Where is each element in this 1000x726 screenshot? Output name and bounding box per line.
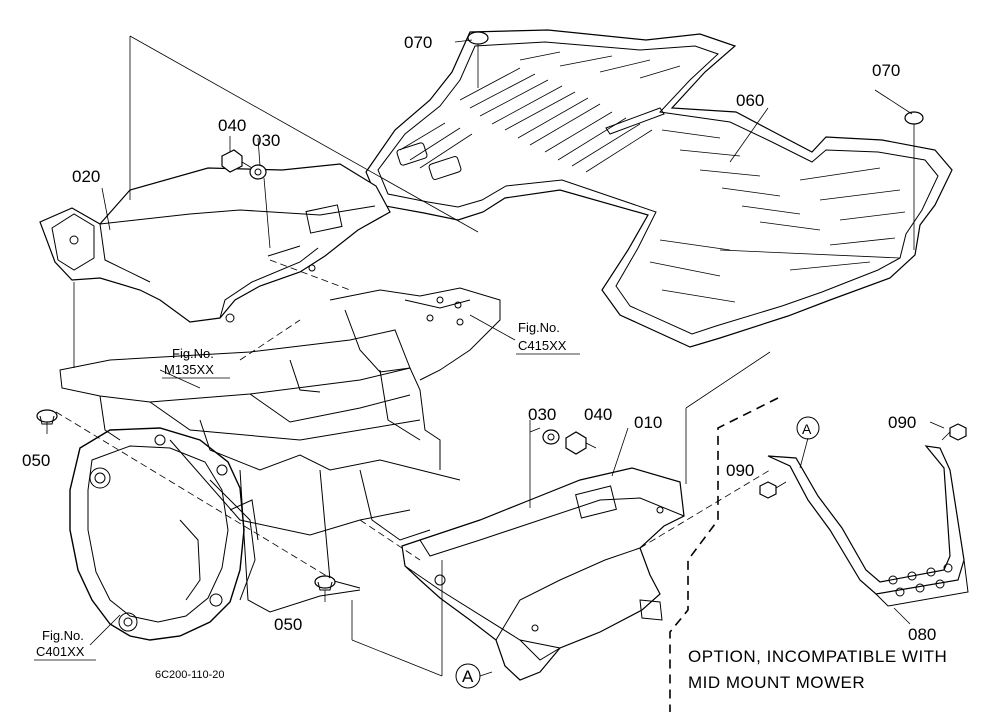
label-040-upper: 040	[218, 116, 246, 135]
leader-lines	[46, 35, 945, 677]
frame-assembly	[59, 287, 501, 613]
label-030-lower: 030	[528, 405, 556, 424]
bolt-040-lower[interactable]	[565, 431, 597, 455]
label-040-lower: 040	[584, 405, 612, 424]
floor-plate-020[interactable]	[39, 163, 391, 323]
label-050-left: 050	[22, 451, 50, 470]
floor-mat-060[interactable]	[365, 29, 953, 348]
figref-c415-label: Fig.No.	[518, 320, 560, 335]
callout-a-upper-letter: A	[802, 421, 812, 437]
grommet-050-left[interactable]	[36, 409, 58, 425]
label-090-left: 090	[726, 461, 754, 480]
label-030-upper: 030	[252, 131, 280, 150]
figref-m135-code[interactable]: M135XX	[164, 362, 214, 377]
step-bracket-080[interactable]	[767, 445, 969, 607]
diagram-code: 6C200-110-20	[155, 669, 225, 681]
label-070-left: 070	[404, 33, 432, 52]
callout-a-upper[interactable]	[796, 416, 820, 440]
option-boundary	[669, 397, 779, 712]
figref-c401-code[interactable]: C401XX	[36, 644, 85, 659]
callout-a-lower-letter: A	[462, 667, 474, 686]
washer-030-upper[interactable]	[249, 164, 267, 180]
label-090-right: 090	[888, 413, 916, 432]
bolt-040-upper[interactable]	[221, 149, 253, 173]
option-note-line1: OPTION, INCOMPATIBLE WITH	[688, 647, 947, 666]
label-080: 080	[908, 625, 936, 644]
figref-c415-code[interactable]: C415XX	[518, 338, 567, 353]
label-010: 010	[634, 413, 662, 432]
option-note-line2: MID MOUNT MOWER	[688, 673, 865, 692]
figref-m135-label: Fig.No.	[172, 346, 214, 361]
grommet-050-lower[interactable]	[314, 575, 336, 591]
label-050-lower: 050	[274, 615, 302, 634]
label-020: 020	[72, 167, 100, 186]
figref-c401-label: Fig.No.	[42, 628, 84, 643]
clip-070-right[interactable]	[904, 111, 924, 160]
washer-030-lower[interactable]	[542, 429, 560, 445]
clutch-housing	[69, 427, 259, 641]
clip-070-left[interactable]	[467, 31, 489, 56]
bolt-090-right[interactable]	[941, 423, 967, 441]
label-060: 060	[736, 91, 764, 110]
label-070-right: 070	[872, 61, 900, 80]
floor-plate-010[interactable]	[401, 467, 685, 681]
bolt-090-left[interactable]	[759, 481, 787, 499]
